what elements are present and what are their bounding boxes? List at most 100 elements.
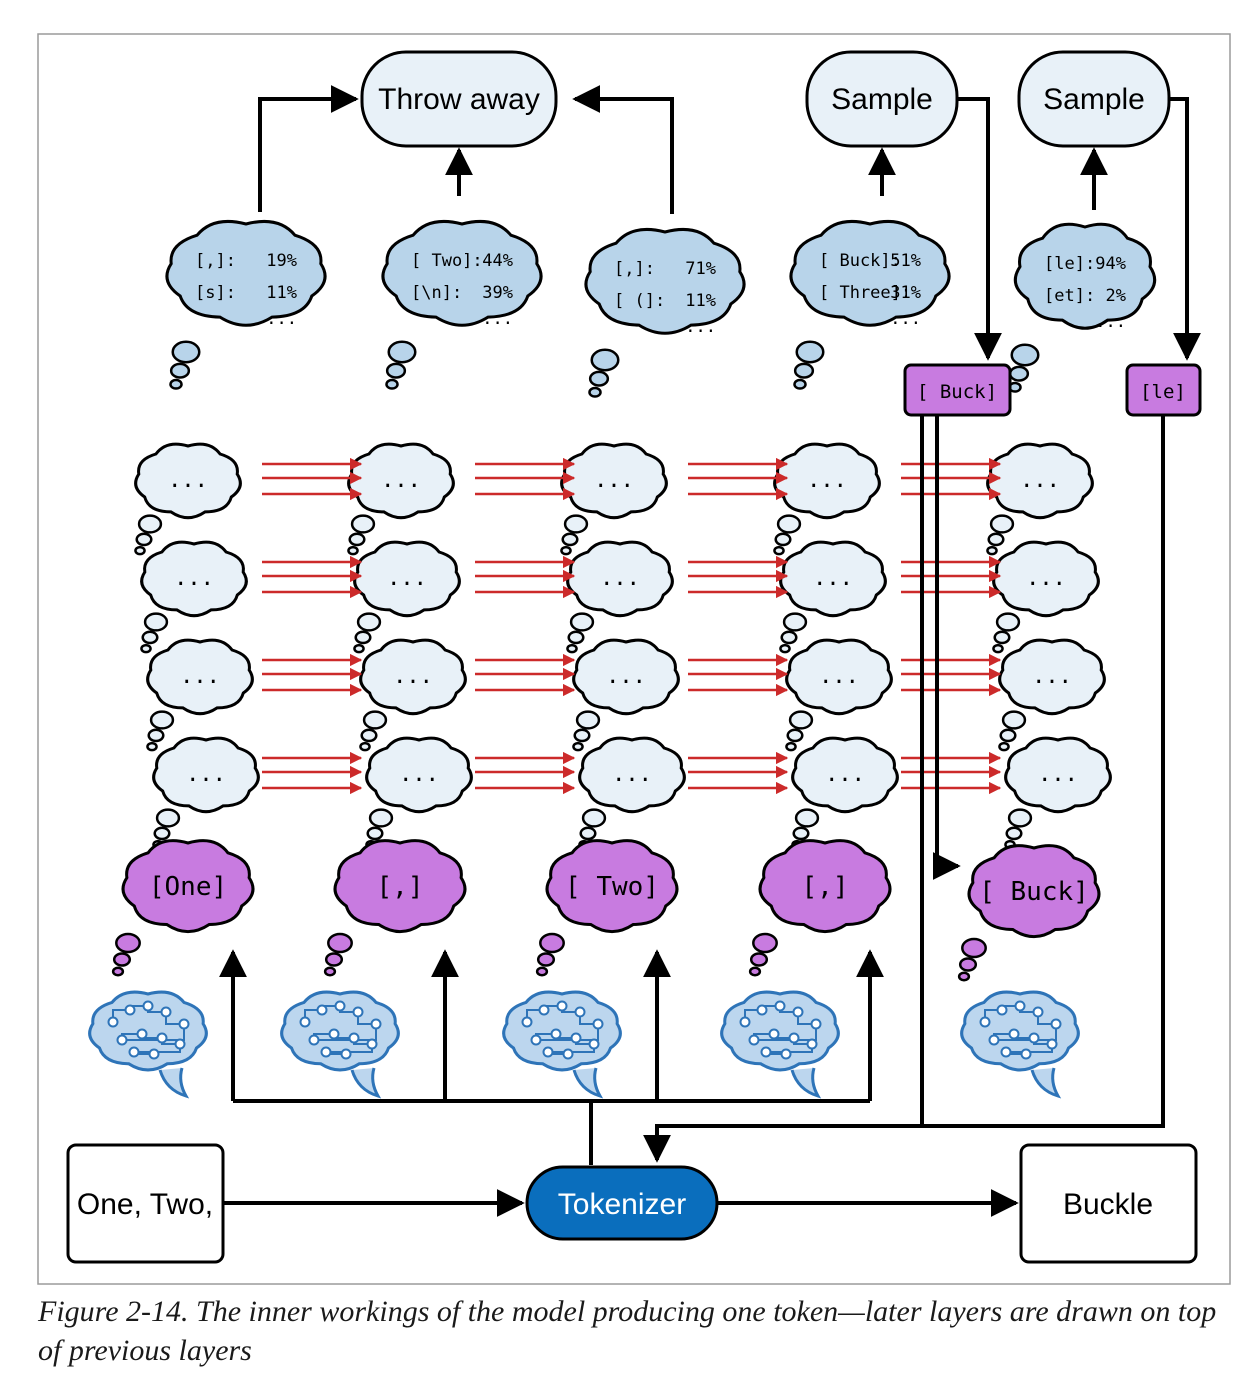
model-internals-diagram: ........................................… <box>37 33 1231 1285</box>
layer-puff-c1-l0-2 <box>347 545 359 556</box>
prob-puff-1-2 <box>385 378 399 390</box>
prob-more-3: ... <box>890 309 921 329</box>
prob-puff-2-1 <box>588 370 610 387</box>
layer-puff-c2-l2-1 <box>573 728 591 743</box>
layer-ellipsis-c4-l0: ... <box>1020 468 1060 493</box>
prob-pct-4-0: 94% <box>1095 254 1126 274</box>
brain-icon-4 <box>960 990 1080 1099</box>
figure-frame <box>37 33 1231 1285</box>
layer-ellipsis-c0-l3: ... <box>186 762 226 787</box>
token-puff-3-0 <box>752 932 778 954</box>
token-puff-0-2 <box>111 966 125 977</box>
prob-label-1-1: [\n]: <box>411 283 462 303</box>
layer-puff-c1-l2-0 <box>362 710 388 730</box>
layer-puff-c4-l0-0 <box>989 514 1015 534</box>
layer-cloud-c1-l3 <box>365 736 473 814</box>
sampled-token-pill-1: [ Buck] <box>903 363 1012 417</box>
prob-cloud-4 <box>1013 222 1157 330</box>
prob-puff-1-1 <box>385 362 407 379</box>
output-text: Buckle <box>1063 1188 1153 1221</box>
layer-puff-c2-l3-0 <box>581 808 607 828</box>
token-puff-2-2 <box>535 966 549 977</box>
layer-puff-c3-l0-0 <box>776 514 802 534</box>
token-puff-3-2 <box>748 966 762 977</box>
prob-more-2: ... <box>685 317 716 337</box>
layer-ellipsis-c0-l2: ... <box>180 664 220 689</box>
layer-puff-c4-l2-2 <box>998 741 1010 752</box>
brain-icon-1 <box>280 990 400 1099</box>
prob-pct-0-1: 11% <box>266 283 297 303</box>
prob-pct-4-1: 2% <box>1106 286 1126 306</box>
token-puff-1-2 <box>323 966 337 977</box>
layer-ellipsis-c2-l1: ... <box>600 566 640 591</box>
prob-puff-4-0 <box>1010 343 1040 367</box>
layer-ellipsis-c3-l0: ... <box>807 468 847 493</box>
prob-puff-1-0 <box>387 340 417 364</box>
figure-caption: Figure 2-14. The inner workings of the m… <box>38 1295 1217 1367</box>
layer-ellipsis-c3-l1: ... <box>813 566 853 591</box>
brain-icon-3 <box>720 990 840 1099</box>
prob-puff-0-2 <box>169 378 183 390</box>
prob-pct-3-0: 51% <box>890 251 921 271</box>
prob-label-2-0: [,]: <box>614 259 655 279</box>
prob-label-1-0: [ Two]: <box>411 251 483 271</box>
prob-puff-3-1 <box>793 362 815 379</box>
layer-puff-c1-l3-1 <box>366 826 384 841</box>
layer-puff-c3-l0-1 <box>774 532 792 547</box>
token-puff-0-1 <box>112 952 132 967</box>
layer-ellipsis-c3-l2: ... <box>819 664 859 689</box>
layer-puff-c0-l3-1 <box>153 826 171 841</box>
layer-ellipsis-c1-l2: ... <box>393 664 433 689</box>
layer-puff-c1-l1-1 <box>354 630 372 645</box>
layer-puff-c3-l1-2 <box>779 643 791 654</box>
prob-cloud-1 <box>381 220 543 327</box>
sampled-token-pill-2: [le] <box>1125 363 1202 417</box>
layer-puff-c0-l2-2 <box>146 741 158 752</box>
sample-label-1: Sample <box>831 83 933 116</box>
layer-puff-c0-l2-0 <box>149 710 175 730</box>
sample-box-1: Sample <box>805 50 959 148</box>
layer-puff-c4-l0-2 <box>986 545 998 556</box>
layer-puff-c2-l1-2 <box>566 643 578 654</box>
prob-label-4-1: [et]: <box>1044 286 1095 306</box>
token-puff-0-0 <box>115 932 141 954</box>
token-label-3: [,] <box>802 872 849 902</box>
token-label-2: [ Two] <box>565 872 659 902</box>
layer-puff-c1-l3-0 <box>368 808 394 828</box>
prob-more-0: ... <box>266 309 297 329</box>
layer-ellipsis-c4-l2: ... <box>1032 664 1072 689</box>
prob-puff-3-0 <box>795 340 825 364</box>
prob-puff-0-0 <box>171 340 201 364</box>
prob-label-2-1: [ (]: <box>614 291 665 311</box>
layer-puff-c4-l0-1 <box>987 532 1005 547</box>
input-text-box: One, Two, <box>66 1143 225 1264</box>
layer-cloud-c0-l3 <box>152 736 260 814</box>
layer-puff-c3-l1-1 <box>780 630 798 645</box>
token-puff-1-0 <box>327 932 353 954</box>
prob-pct-1-0: 44% <box>482 251 513 271</box>
layer-puff-c2-l1-0 <box>569 612 595 632</box>
tokenizer-label: Tokenizer <box>558 1188 686 1221</box>
layer-puff-c4-l3-0 <box>1007 808 1033 828</box>
token-puff-3-1 <box>749 952 769 967</box>
layer-puff-c3-l1-0 <box>782 612 808 632</box>
layer-puff-c1-l1-2 <box>353 643 365 654</box>
layer-ellipsis-c0-l0: ... <box>168 468 208 493</box>
layer-ellipsis-c1-l3: ... <box>399 762 439 787</box>
flow-arrows <box>219 85 1201 1217</box>
token-puff-1-1 <box>324 952 344 967</box>
prob-label-3-1: [ Three]: <box>819 283 911 303</box>
layer-ellipsis-c2-l2: ... <box>606 664 646 689</box>
layer-puff-c2-l0-0 <box>563 514 589 534</box>
layer-puff-c0-l0-1 <box>135 532 153 547</box>
layer-puff-c1-l0-0 <box>350 514 376 534</box>
token-label-0: [One] <box>149 872 227 902</box>
prob-cloud-3 <box>789 220 951 327</box>
sample-label-2: Sample <box>1043 83 1145 116</box>
token-cloud-1 <box>333 839 467 934</box>
layer-puff-c1-l1-0 <box>356 612 382 632</box>
prob-pct-0-0: 19% <box>266 251 297 271</box>
layer-ellipsis-c2-l3: ... <box>612 762 652 787</box>
layer-ellipsis-c4-l1: ... <box>1026 566 1066 591</box>
token-label-1: [,] <box>377 872 424 902</box>
